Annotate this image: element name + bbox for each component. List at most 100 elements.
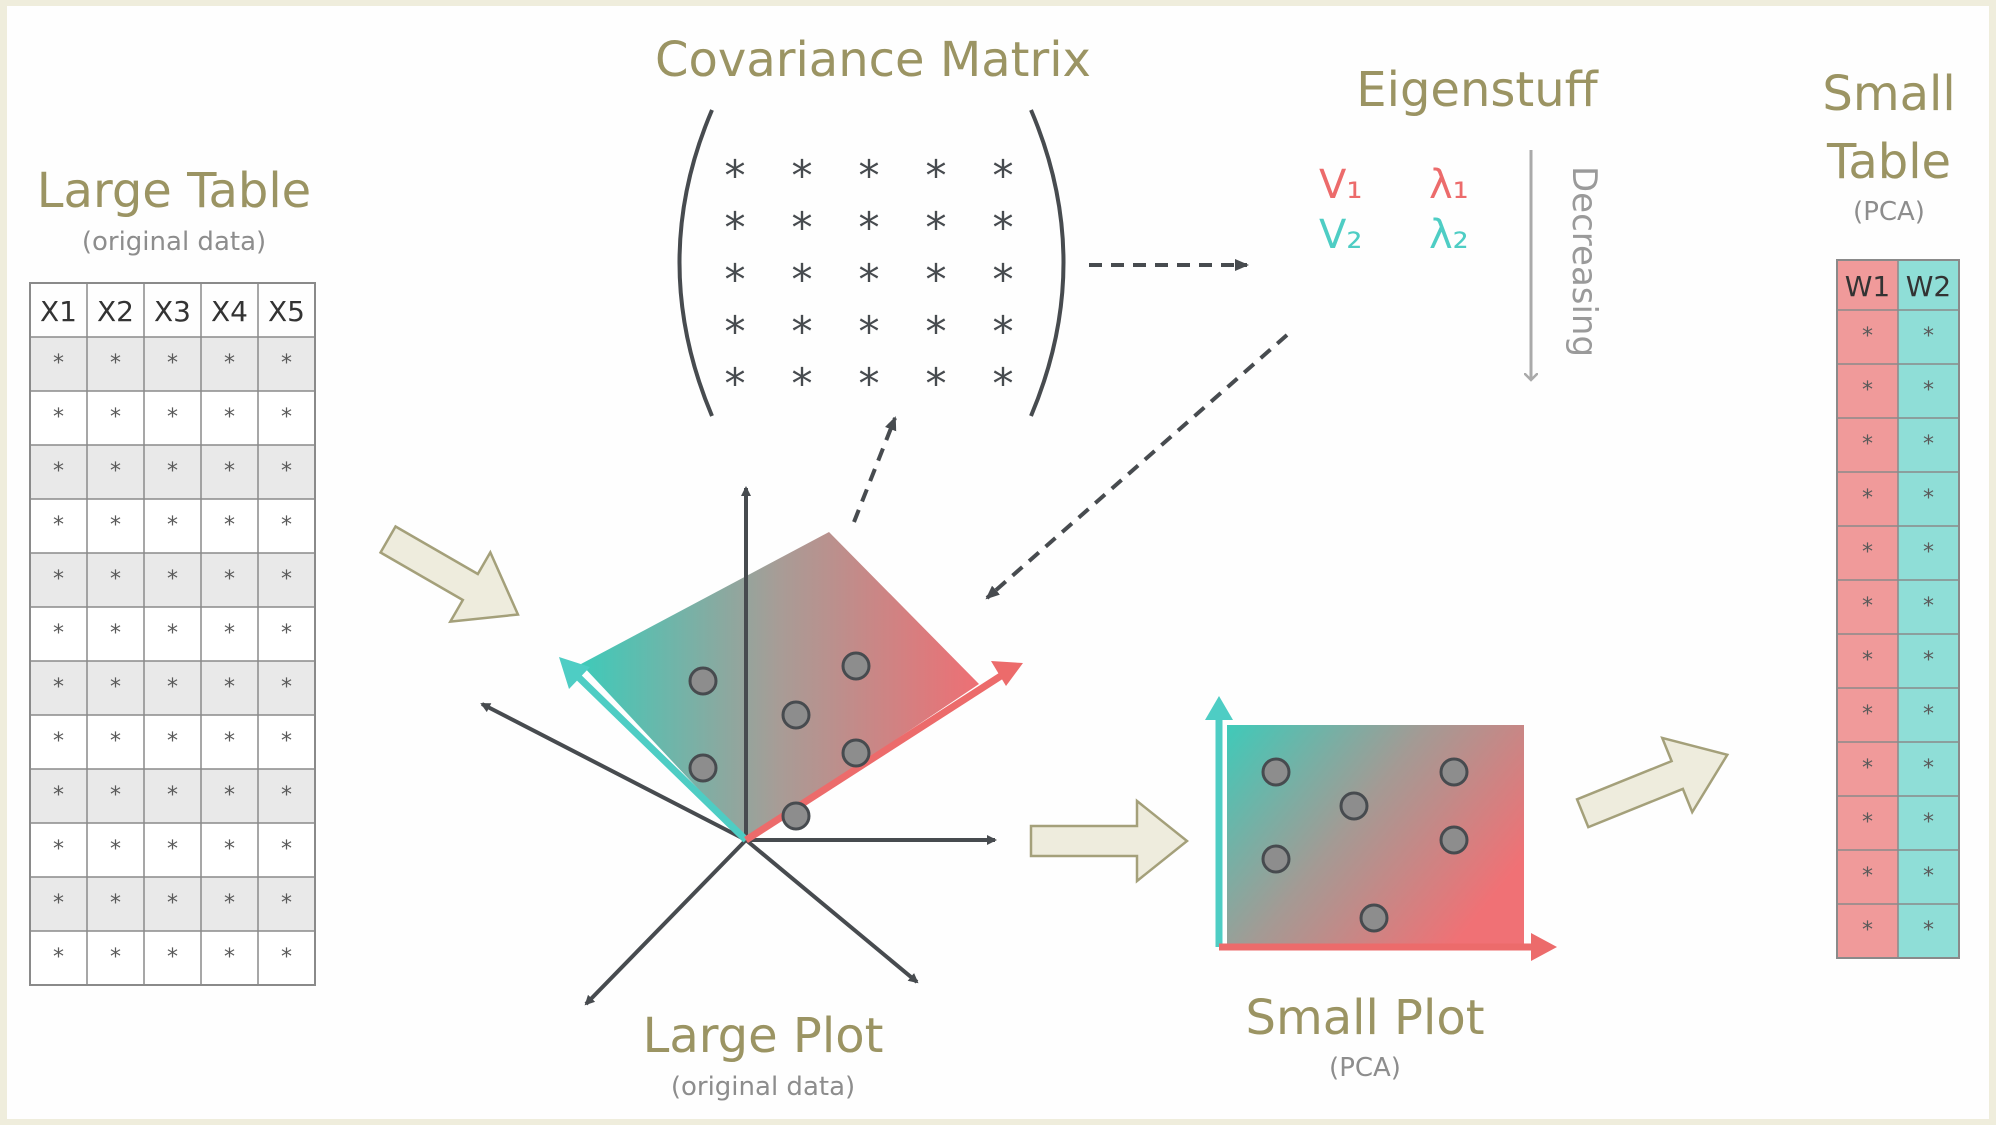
- large-table-cell: *: [281, 513, 292, 538]
- axis-lower-left: [584, 838, 748, 1006]
- large-table-cell: *: [53, 621, 64, 646]
- matrix-cell: *: [926, 255, 947, 304]
- small-table-cell: *: [1862, 918, 1873, 943]
- pc1-red-arrowhead: [991, 661, 1023, 686]
- large-table-header: X3: [154, 295, 191, 328]
- large-table-cell: *: [281, 405, 292, 430]
- large-table-cell: *: [167, 351, 178, 376]
- dashed-arrow-plot-to-matrix: [852, 416, 897, 523]
- large-table-cell: *: [53, 729, 64, 754]
- small-table-cell: *: [1923, 378, 1934, 403]
- large-table-subtitle: (original data): [82, 227, 266, 257]
- small-table-cell: *: [1862, 756, 1873, 781]
- large-table-cell: *: [167, 567, 178, 592]
- large-table-cell: *: [224, 459, 235, 484]
- large-table-row: [30, 553, 315, 607]
- block-arrow-plot-to-small-plot: [1029, 798, 1190, 884]
- small-plot-point: [1359, 903, 1389, 933]
- block-arrow-table-to-plot: [378, 524, 520, 624]
- small-table-header: W1: [1845, 270, 1891, 303]
- matrix-cell: *: [725, 203, 746, 252]
- matrix-cell: *: [859, 203, 880, 252]
- covariance-title: Covariance Matrix: [655, 32, 1091, 88]
- large-plot-subtitle: (original data): [671, 1072, 855, 1102]
- pc2-teal-axis: [564, 663, 749, 843]
- small-table-cell: *: [1923, 756, 1934, 781]
- large-table-cell: *: [53, 459, 64, 484]
- large-plot-point: [688, 753, 718, 783]
- large-table-cell: *: [167, 891, 178, 916]
- large-table-cell: *: [53, 405, 64, 430]
- large-table-cell: *: [224, 675, 235, 700]
- small-table-cell: *: [1923, 432, 1934, 457]
- large-plot-point: [688, 666, 718, 696]
- small-table-cell: *: [1923, 918, 1934, 943]
- large-table-row: [30, 877, 315, 931]
- large-plot-point: [781, 700, 811, 730]
- large-plot: [480, 486, 1023, 1006]
- large-table-cell: *: [281, 945, 292, 970]
- large-table-cell: *: [110, 513, 121, 538]
- matrix-cell: *: [725, 307, 746, 356]
- small-table-cell: *: [1862, 864, 1873, 889]
- block-arrow-small-plot-to-table: [1575, 736, 1730, 829]
- large-table-cell: *: [167, 783, 178, 808]
- large-table-cell: *: [53, 351, 64, 376]
- large-table-cell: *: [281, 729, 292, 754]
- large-table-cell: *: [224, 945, 235, 970]
- matrix-cell: *: [859, 255, 880, 304]
- large-table-cell: *: [53, 675, 64, 700]
- eigenvector-v2: V₂: [1319, 212, 1362, 258]
- large-table-cell: *: [281, 621, 292, 646]
- large-table-row: [30, 391, 315, 445]
- small-table-col-w1: [1837, 260, 1898, 958]
- large-table-row: [30, 499, 315, 553]
- large-table-row: [30, 607, 315, 661]
- large-table-cell: *: [110, 459, 121, 484]
- large-table-cell: *: [110, 567, 121, 592]
- small-plot-title: Small Plot: [1245, 990, 1484, 1046]
- small-table-col-w2: [1898, 260, 1959, 958]
- large-table-cell: *: [224, 513, 235, 538]
- large-plot-point: [781, 801, 811, 831]
- small-table-cell: *: [1862, 378, 1873, 403]
- matrix-cell: *: [993, 307, 1014, 356]
- small-plot-subtitle: (PCA): [1329, 1053, 1401, 1083]
- large-table-cell: *: [110, 621, 121, 646]
- large-table-cell: *: [281, 459, 292, 484]
- large-table-cell: *: [167, 837, 178, 862]
- small-table-title-line2: Table: [1826, 134, 1951, 190]
- large-table-row: [30, 661, 315, 715]
- matrix-cell: *: [725, 359, 746, 408]
- small-table-cell: *: [1923, 648, 1934, 673]
- large-plot-point: [841, 651, 871, 681]
- small-table-cell: *: [1923, 810, 1934, 835]
- large-table-cell: *: [53, 567, 64, 592]
- large-table-cell: *: [110, 783, 121, 808]
- eigen-title: Eigenstuff: [1356, 62, 1598, 118]
- matrix-cell: *: [926, 307, 947, 356]
- small-plot-teal-arrowhead: [1205, 696, 1233, 720]
- matrix-cell: *: [859, 307, 880, 356]
- large-table-row: [30, 337, 315, 391]
- small-table-subtitle: (PCA): [1853, 197, 1925, 227]
- large-table-cell: *: [224, 891, 235, 916]
- large-table-cell: *: [224, 405, 235, 430]
- large-table-cell: *: [224, 621, 235, 646]
- matrix-cell: *: [993, 255, 1014, 304]
- matrix-left-bracket: [677, 109, 714, 417]
- large-plot-point: [841, 738, 871, 768]
- matrix-cell: *: [792, 255, 813, 304]
- large-table-row: [30, 445, 315, 499]
- axis-lower-right: [744, 838, 919, 984]
- large-table-cell: *: [281, 351, 292, 376]
- large-table-cell: *: [281, 783, 292, 808]
- large-table-cell: *: [281, 567, 292, 592]
- matrix-cell: *: [993, 203, 1014, 252]
- small-table-cell: *: [1923, 702, 1934, 727]
- large-table-cell: *: [110, 405, 121, 430]
- matrix-cell: *: [926, 359, 947, 408]
- small-table-title-line1: Small: [1822, 66, 1955, 122]
